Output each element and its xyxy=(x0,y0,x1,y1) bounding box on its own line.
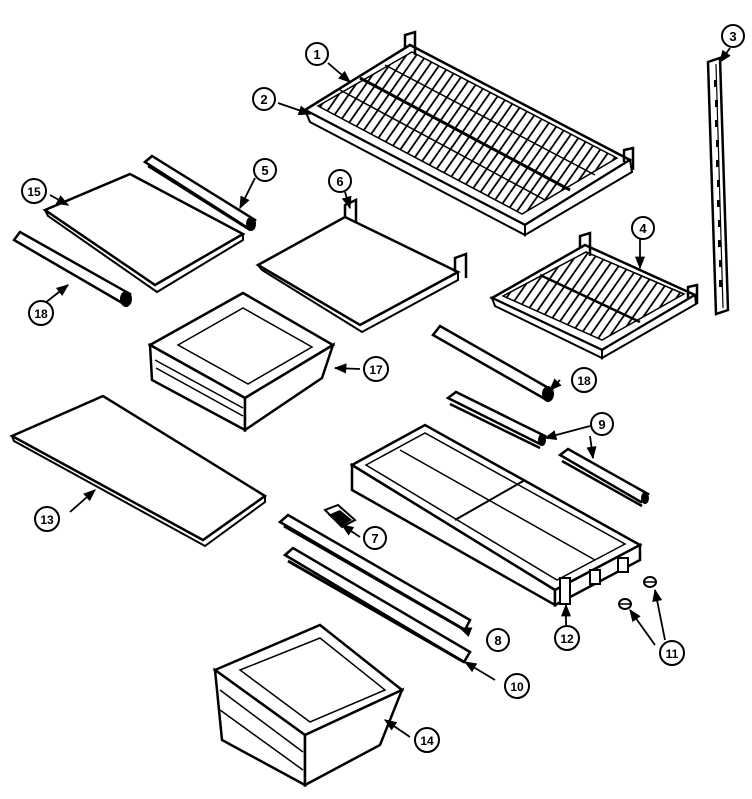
part-trim-strip-5 xyxy=(142,154,257,232)
part-wire-shelf-large xyxy=(302,30,635,237)
callout-label: 5 xyxy=(261,163,268,178)
callout-label: 17 xyxy=(369,363,383,377)
part-cover-panel xyxy=(9,394,268,548)
callout-10: 10 xyxy=(504,673,530,699)
callout-12: 12 xyxy=(554,625,580,651)
callout-label: 6 xyxy=(336,174,343,189)
callout-2: 2 xyxy=(252,87,276,111)
callout-3: 3 xyxy=(721,24,745,48)
part-wire-shelf-small xyxy=(489,231,699,360)
callout-1: 1 xyxy=(305,42,329,66)
callout-14: 14 xyxy=(414,727,440,753)
callout-8: 8 xyxy=(486,628,510,652)
callout-6: 6 xyxy=(328,169,352,193)
callout-label: 2 xyxy=(260,92,267,107)
part-clip xyxy=(323,503,357,529)
callout-5: 5 xyxy=(253,158,277,182)
callout-13: 13 xyxy=(34,506,60,532)
part-crisper-drawer xyxy=(147,291,336,433)
part-round-trim-left xyxy=(12,230,132,307)
part-slide-rail-8 xyxy=(277,513,472,632)
callout-label: 12 xyxy=(560,632,574,646)
callout-label: 4 xyxy=(639,221,647,236)
callout-label: 9 xyxy=(598,417,605,432)
part-slide-rail-10 xyxy=(282,546,472,664)
part-meat-keeper-frame xyxy=(349,423,643,608)
callout-label: 15 xyxy=(27,185,41,199)
callout-9: 9 xyxy=(590,412,614,436)
callout-7: 7 xyxy=(363,526,387,550)
callout-11: 11 xyxy=(659,640,685,666)
part-trim-strip-9b xyxy=(557,447,650,508)
callout-label: 11 xyxy=(666,647,679,661)
part-round-trim-right xyxy=(431,324,554,402)
callout-18-left: 18 xyxy=(28,300,54,326)
callout-15: 15 xyxy=(21,178,47,204)
callout-label: 18 xyxy=(577,374,591,388)
part-screws xyxy=(618,576,657,610)
callout-17: 17 xyxy=(363,356,389,382)
callout-4: 4 xyxy=(631,216,655,240)
part-shelf-rail xyxy=(706,56,730,316)
callout-label: 1 xyxy=(313,47,320,62)
callout-label: 8 xyxy=(494,633,501,648)
callout-label: 13 xyxy=(40,513,54,527)
callout-label: 7 xyxy=(371,531,378,546)
part-cantilever-shelf xyxy=(255,198,468,334)
part-lower-crisper xyxy=(212,623,405,788)
leader-lines xyxy=(44,47,731,738)
callout-label: 10 xyxy=(510,680,524,694)
callout-label: 14 xyxy=(420,734,434,748)
part-trim-strip-9a xyxy=(445,390,547,450)
callout-18-right: 18 xyxy=(571,367,597,393)
callout-label: 18 xyxy=(34,307,48,321)
part-shelf-panel-15 xyxy=(42,172,246,294)
callout-label: 3 xyxy=(729,29,736,44)
